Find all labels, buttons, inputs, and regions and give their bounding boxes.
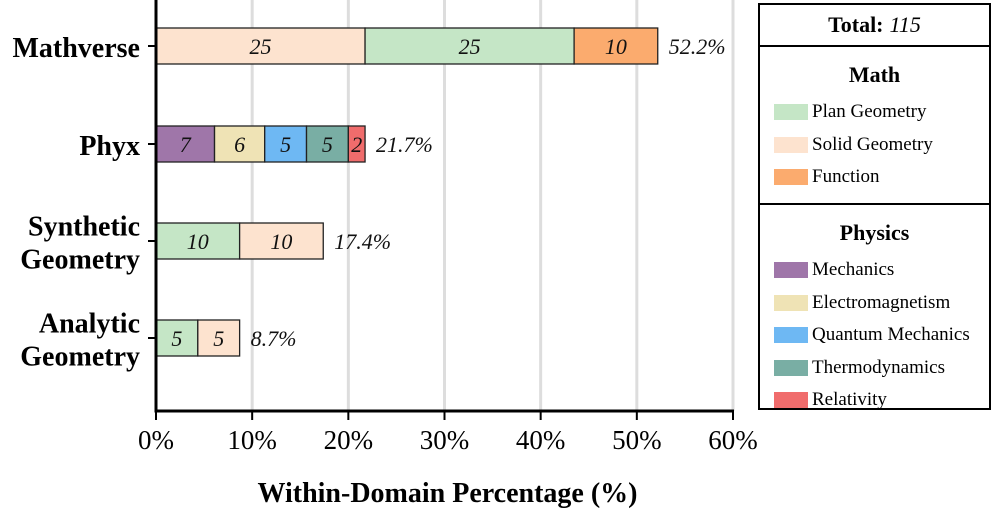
category-label: Mathverse — [12, 33, 140, 64]
bar-segment — [364, 27, 575, 65]
legend-swatch — [774, 136, 808, 153]
bar-segment — [197, 319, 241, 357]
legend-swatch — [774, 392, 808, 409]
legend-item-label: Plan Geometry — [812, 101, 927, 123]
legend-item-label: Electromagnetism — [812, 291, 951, 313]
legend-item-electromagnetism: Electromagnetism — [774, 287, 989, 320]
legend-item-thermodynamics: Thermodynamics — [774, 352, 989, 385]
legend-total: Total: 115 — [760, 5, 989, 47]
legend-swatch — [774, 104, 808, 121]
x-tick-label: 20% — [324, 425, 374, 455]
category-label: Geometry — [20, 245, 140, 276]
segment-label: 10 — [270, 229, 292, 254]
category-label: Synthetic — [28, 212, 140, 243]
bar-segment — [155, 27, 366, 65]
legend-item-quantum-mechanics: Quantum Mechanics — [774, 319, 989, 352]
legend-swatch — [774, 294, 808, 311]
legend-item-mechanics: Mechanics — [774, 254, 989, 287]
legend-total-value: 115 — [889, 12, 921, 37]
bar-total-label: 17.4% — [334, 229, 391, 254]
segment-label: 5 — [322, 132, 333, 157]
legend-item-label: Solid Geometry — [812, 133, 933, 155]
x-tick-label: 60% — [708, 425, 758, 455]
legend-group-title: Physics — [839, 220, 910, 245]
x-tick-label: 40% — [516, 425, 566, 455]
category-label: Geometry — [20, 342, 140, 373]
x-tick-label: 0% — [138, 425, 174, 455]
legend-group-physics: Physics Mechanics Electromagnetism Quant… — [760, 205, 989, 417]
bar-total-label: 52.2% — [669, 34, 726, 59]
legend-swatch — [774, 169, 808, 186]
segment-label: 5 — [213, 326, 224, 351]
legend-item-label: Function — [812, 166, 880, 188]
bar-segment — [238, 222, 324, 260]
segment-label: 5 — [171, 326, 182, 351]
segment-label: 5 — [280, 132, 291, 157]
legend-item-plan-geometry: Plan Geometry — [774, 96, 989, 129]
x-tick-label: 30% — [420, 425, 470, 455]
segment-label: 7 — [180, 132, 192, 157]
legend-group-math: Math Plan Geometry Solid Geometry Functi… — [760, 47, 989, 205]
segment-label: 10 — [187, 229, 209, 254]
legend-total-label: Total: — [828, 12, 884, 37]
category-label: Analytic — [39, 309, 140, 340]
legend-item-function: Function — [774, 161, 989, 194]
category-label: Phyx — [79, 131, 140, 162]
segment-label: 2 — [351, 132, 362, 157]
bar-segment — [264, 125, 308, 163]
legend: Total: 115 Math Plan Geometry Solid Geom… — [758, 3, 991, 410]
bar-total-label: 8.7% — [251, 326, 297, 351]
legend-item-label: Thermodynamics — [812, 356, 945, 378]
legend-swatch — [774, 327, 808, 344]
legend-item-relativity: Relativity — [774, 384, 989, 417]
x-tick-label: 10% — [227, 425, 277, 455]
bar-segment — [213, 125, 266, 163]
segment-label: 25 — [250, 34, 272, 59]
segment-label: 25 — [459, 34, 481, 59]
legend-item-label: Relativity — [812, 389, 887, 411]
legend-item-label: Quantum Mechanics — [812, 324, 970, 346]
bar-segment — [305, 125, 349, 163]
x-axis-title: Within-Domain Percentage (%) — [257, 478, 637, 509]
bar-segment — [347, 125, 366, 163]
bar-segment — [155, 125, 216, 163]
legend-swatch — [774, 359, 808, 376]
bar-segment — [155, 319, 199, 357]
bar-total-label: 21.7% — [376, 132, 433, 157]
legend-item-solid-geometry: Solid Geometry — [774, 129, 989, 162]
bar-segment — [573, 27, 659, 65]
legend-swatch — [774, 262, 808, 279]
legend-item-label: Mechanics — [812, 259, 895, 281]
segment-label: 10 — [605, 34, 627, 59]
x-tick-label: 50% — [612, 425, 662, 455]
segment-label: 6 — [234, 132, 245, 157]
legend-group-title: Math — [848, 62, 901, 87]
